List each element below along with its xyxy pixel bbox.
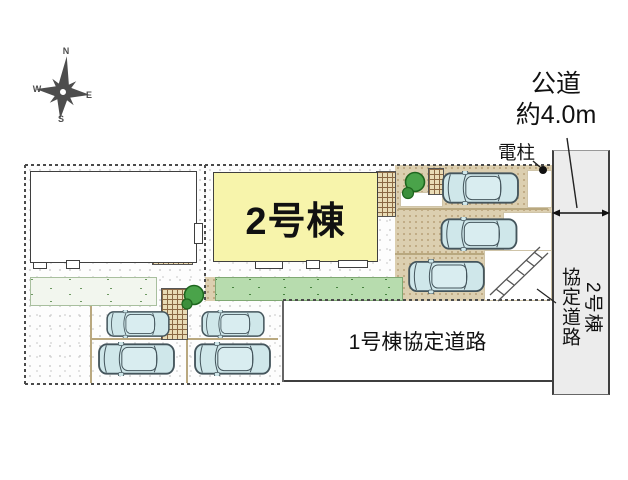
walkway-strip (205, 277, 215, 301)
parking-pad (484, 250, 552, 301)
compass-e-label: E (86, 90, 92, 100)
compass-n-label: N (63, 46, 70, 56)
building-1-step (66, 260, 80, 269)
parking-divider (395, 253, 484, 255)
parking-area (25, 301, 283, 385)
building-2-label: 2号棟 (245, 200, 346, 243)
compass-star-icon (36, 56, 90, 119)
lot-boundary-top (25, 164, 552, 166)
label-public-road-line2: 約4.0m (515, 101, 597, 129)
label-public-road: 公道 約4.0m (500, 69, 612, 131)
label-agreement-road: 協定道路 (559, 267, 580, 347)
grass-strip-right (215, 277, 403, 301)
public-road (552, 150, 610, 395)
lot-boundary-left (24, 165, 26, 385)
parking-divider (398, 208, 548, 210)
parking-right-edge (282, 301, 284, 382)
lot-boundary-middle (204, 165, 206, 301)
label-utility-pole: 電柱 (498, 142, 536, 163)
agreement-road-bottom: 1号棟協定道路 (283, 301, 552, 382)
entrance-hatch (428, 168, 444, 195)
parking-divider (186, 303, 188, 383)
road-boundary-top (283, 299, 552, 301)
building-2-step (306, 260, 320, 269)
compass-rose: N W E S (33, 46, 92, 124)
parking-divider (90, 303, 92, 383)
parking-pad (527, 170, 552, 208)
balcony-hatch (376, 171, 396, 217)
label-building2-side: 2号棟 (582, 282, 603, 334)
building-2: 2号棟 (213, 172, 378, 262)
building-1 (30, 171, 197, 263)
building-2-step (338, 260, 368, 268)
label-public-road-line1: 公道 (530, 70, 581, 98)
compass-s-label: S (58, 114, 64, 124)
building-1-extension (194, 223, 203, 244)
label-building1-agreement-road: 1号棟協定道路 (348, 330, 487, 354)
compass-w-label: W (33, 84, 42, 94)
lot-boundary-bottom (25, 383, 283, 385)
grass-strip-left (30, 277, 157, 306)
building-1-step (33, 262, 47, 269)
parking-pad (503, 212, 552, 254)
building-2-step (255, 261, 283, 269)
steps-hatch (161, 288, 188, 340)
